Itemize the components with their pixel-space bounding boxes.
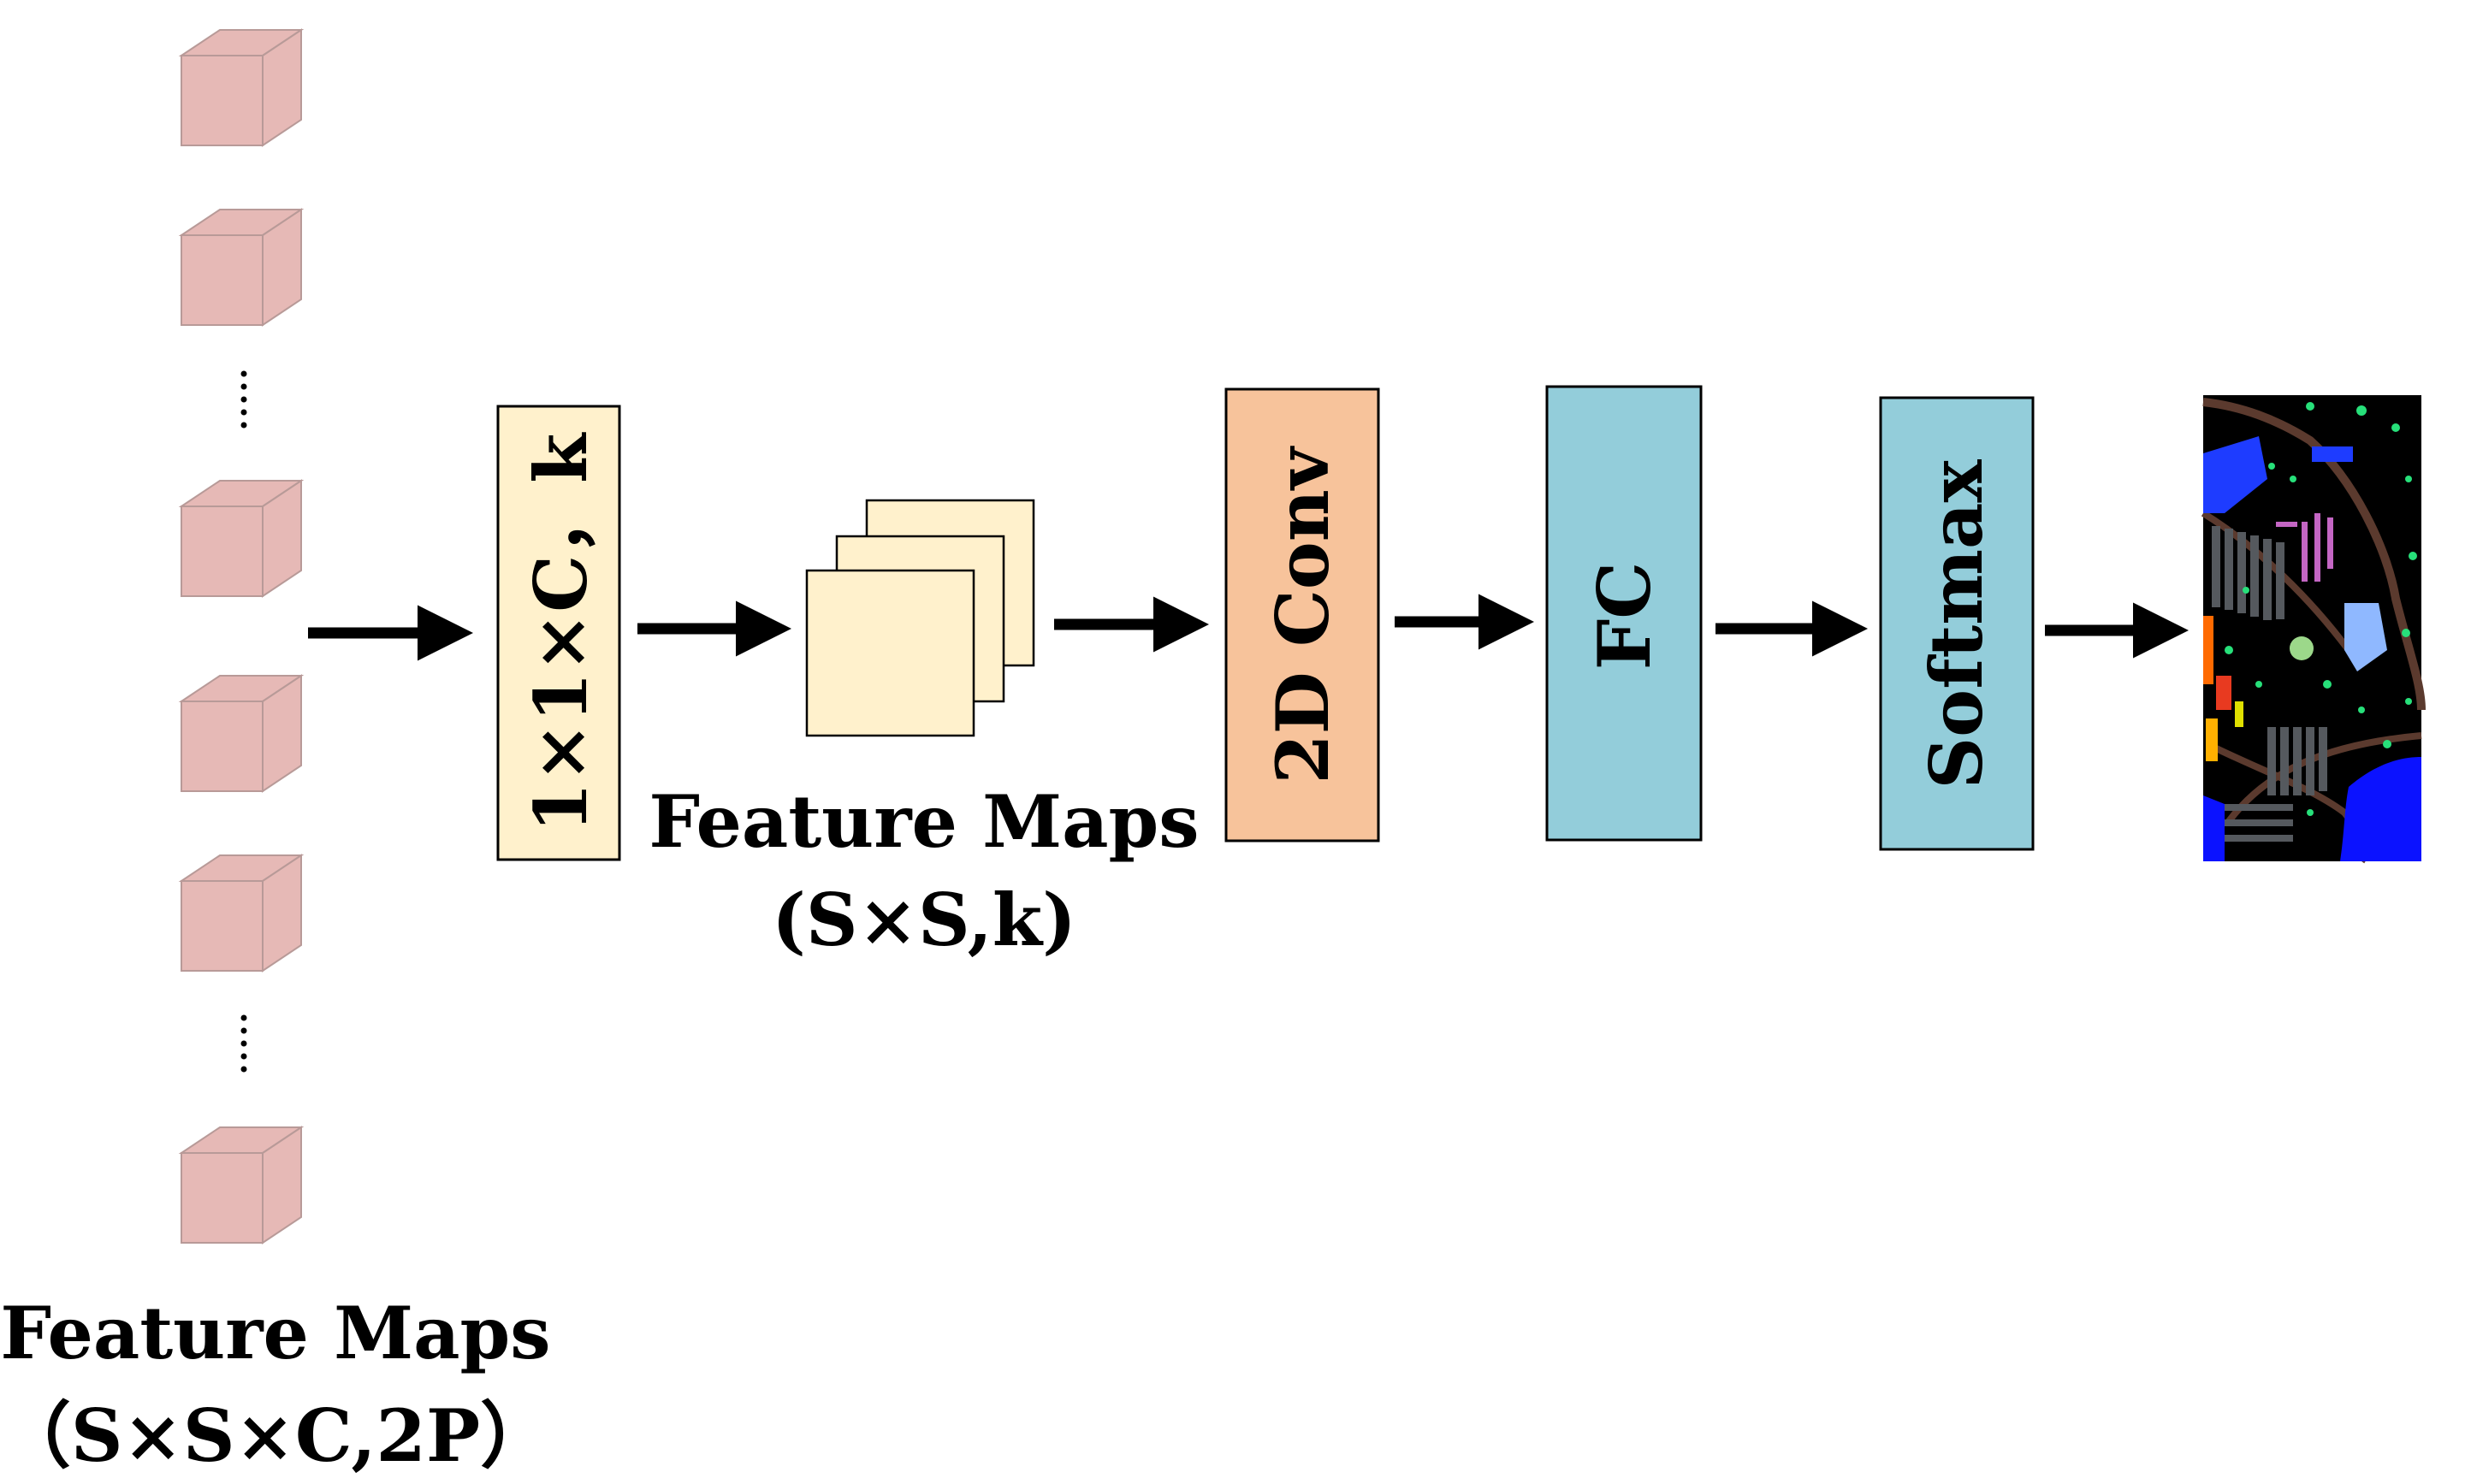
input-cube xyxy=(178,479,305,598)
softmax-label: Softmax xyxy=(1914,459,1999,789)
conv2d-block xyxy=(1224,387,1380,843)
pointwise-conv-label: 1×1×C，k xyxy=(518,432,603,833)
input-cube-column xyxy=(178,28,305,1245)
input-cube xyxy=(178,208,305,327)
input-feature-maps-label: Feature Maps xyxy=(0,1291,550,1375)
pointwise-conv-block xyxy=(496,405,621,861)
conv2d-label: 2D Conv xyxy=(1260,446,1345,783)
fc-block xyxy=(1545,385,1703,842)
intermediate-maps-label: Feature Maps xyxy=(649,779,1199,864)
intermediate-maps-dims: (S×S,k) xyxy=(772,878,1076,962)
ellipsis-dots xyxy=(240,370,247,429)
input-cube xyxy=(178,28,305,147)
input-cube xyxy=(178,674,305,793)
intermediate-feature-maps xyxy=(805,499,1035,737)
fc-label: FC xyxy=(1582,562,1667,671)
softmax-block xyxy=(1879,396,2035,851)
input-cube xyxy=(178,854,305,973)
classification-map-image xyxy=(2201,395,2426,864)
input-cube xyxy=(178,1126,305,1245)
input-feature-maps-dims: （S×S×C,2P） xyxy=(0,1393,552,1478)
ellipsis-dots xyxy=(240,1014,247,1073)
